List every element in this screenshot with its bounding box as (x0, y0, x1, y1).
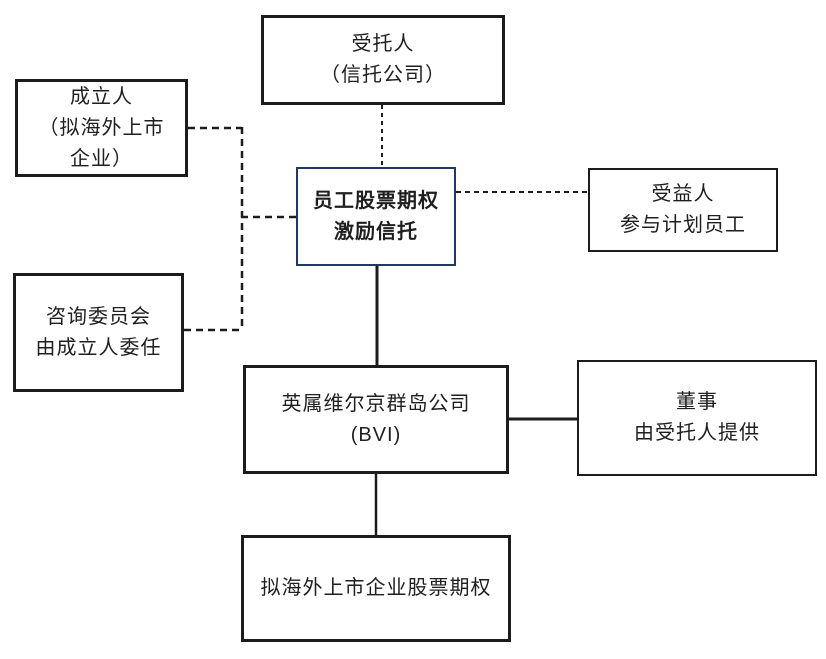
node-beneficiary-line1: 受益人 (651, 183, 715, 205)
node-founder: 成立人 （拟海外上市 企业） (15, 79, 188, 177)
node-trust: 员工股票期权 激励信托 (296, 167, 456, 266)
node-advisory-line1: 咨询委员会 (46, 305, 151, 328)
node-trust-line1: 员工股票期权 (313, 189, 439, 212)
node-founder-line2: （拟海外上市 (38, 116, 165, 139)
node-bvi-line1: 英属维尔京群岛公司 (281, 392, 471, 415)
node-stock-options: 拟海外上市企业股票期权 (241, 535, 511, 642)
node-directors-line1: 董事 (676, 391, 718, 413)
node-trustee-line1: 受托人 (351, 33, 415, 55)
node-options-line1: 拟海外上市企业股票期权 (260, 577, 492, 599)
node-directors: 董事 由受托人提供 (577, 360, 817, 476)
node-bvi-line2: (BVI) (350, 423, 402, 446)
node-trustee-line2: （信托公司） (320, 64, 446, 86)
node-trust-line2: 激励信托 (334, 220, 418, 243)
node-trustee: 受托人 （信托公司） (261, 15, 505, 105)
node-advisory-committee: 咨询委员会 由成立人委任 (13, 273, 184, 392)
node-directors-line2: 由受托人提供 (634, 422, 760, 444)
node-founder-line1: 成立人 (70, 85, 133, 108)
node-beneficiary-line2: 参与计划员工 (620, 214, 746, 236)
node-beneficiary: 受益人 参与计划员工 (588, 168, 778, 252)
node-bvi-company: 英属维尔京群岛公司 (BVI) (243, 365, 509, 474)
node-advisory-line2: 由成立人委任 (35, 336, 162, 359)
node-founder-line3: 企业） (70, 147, 133, 170)
